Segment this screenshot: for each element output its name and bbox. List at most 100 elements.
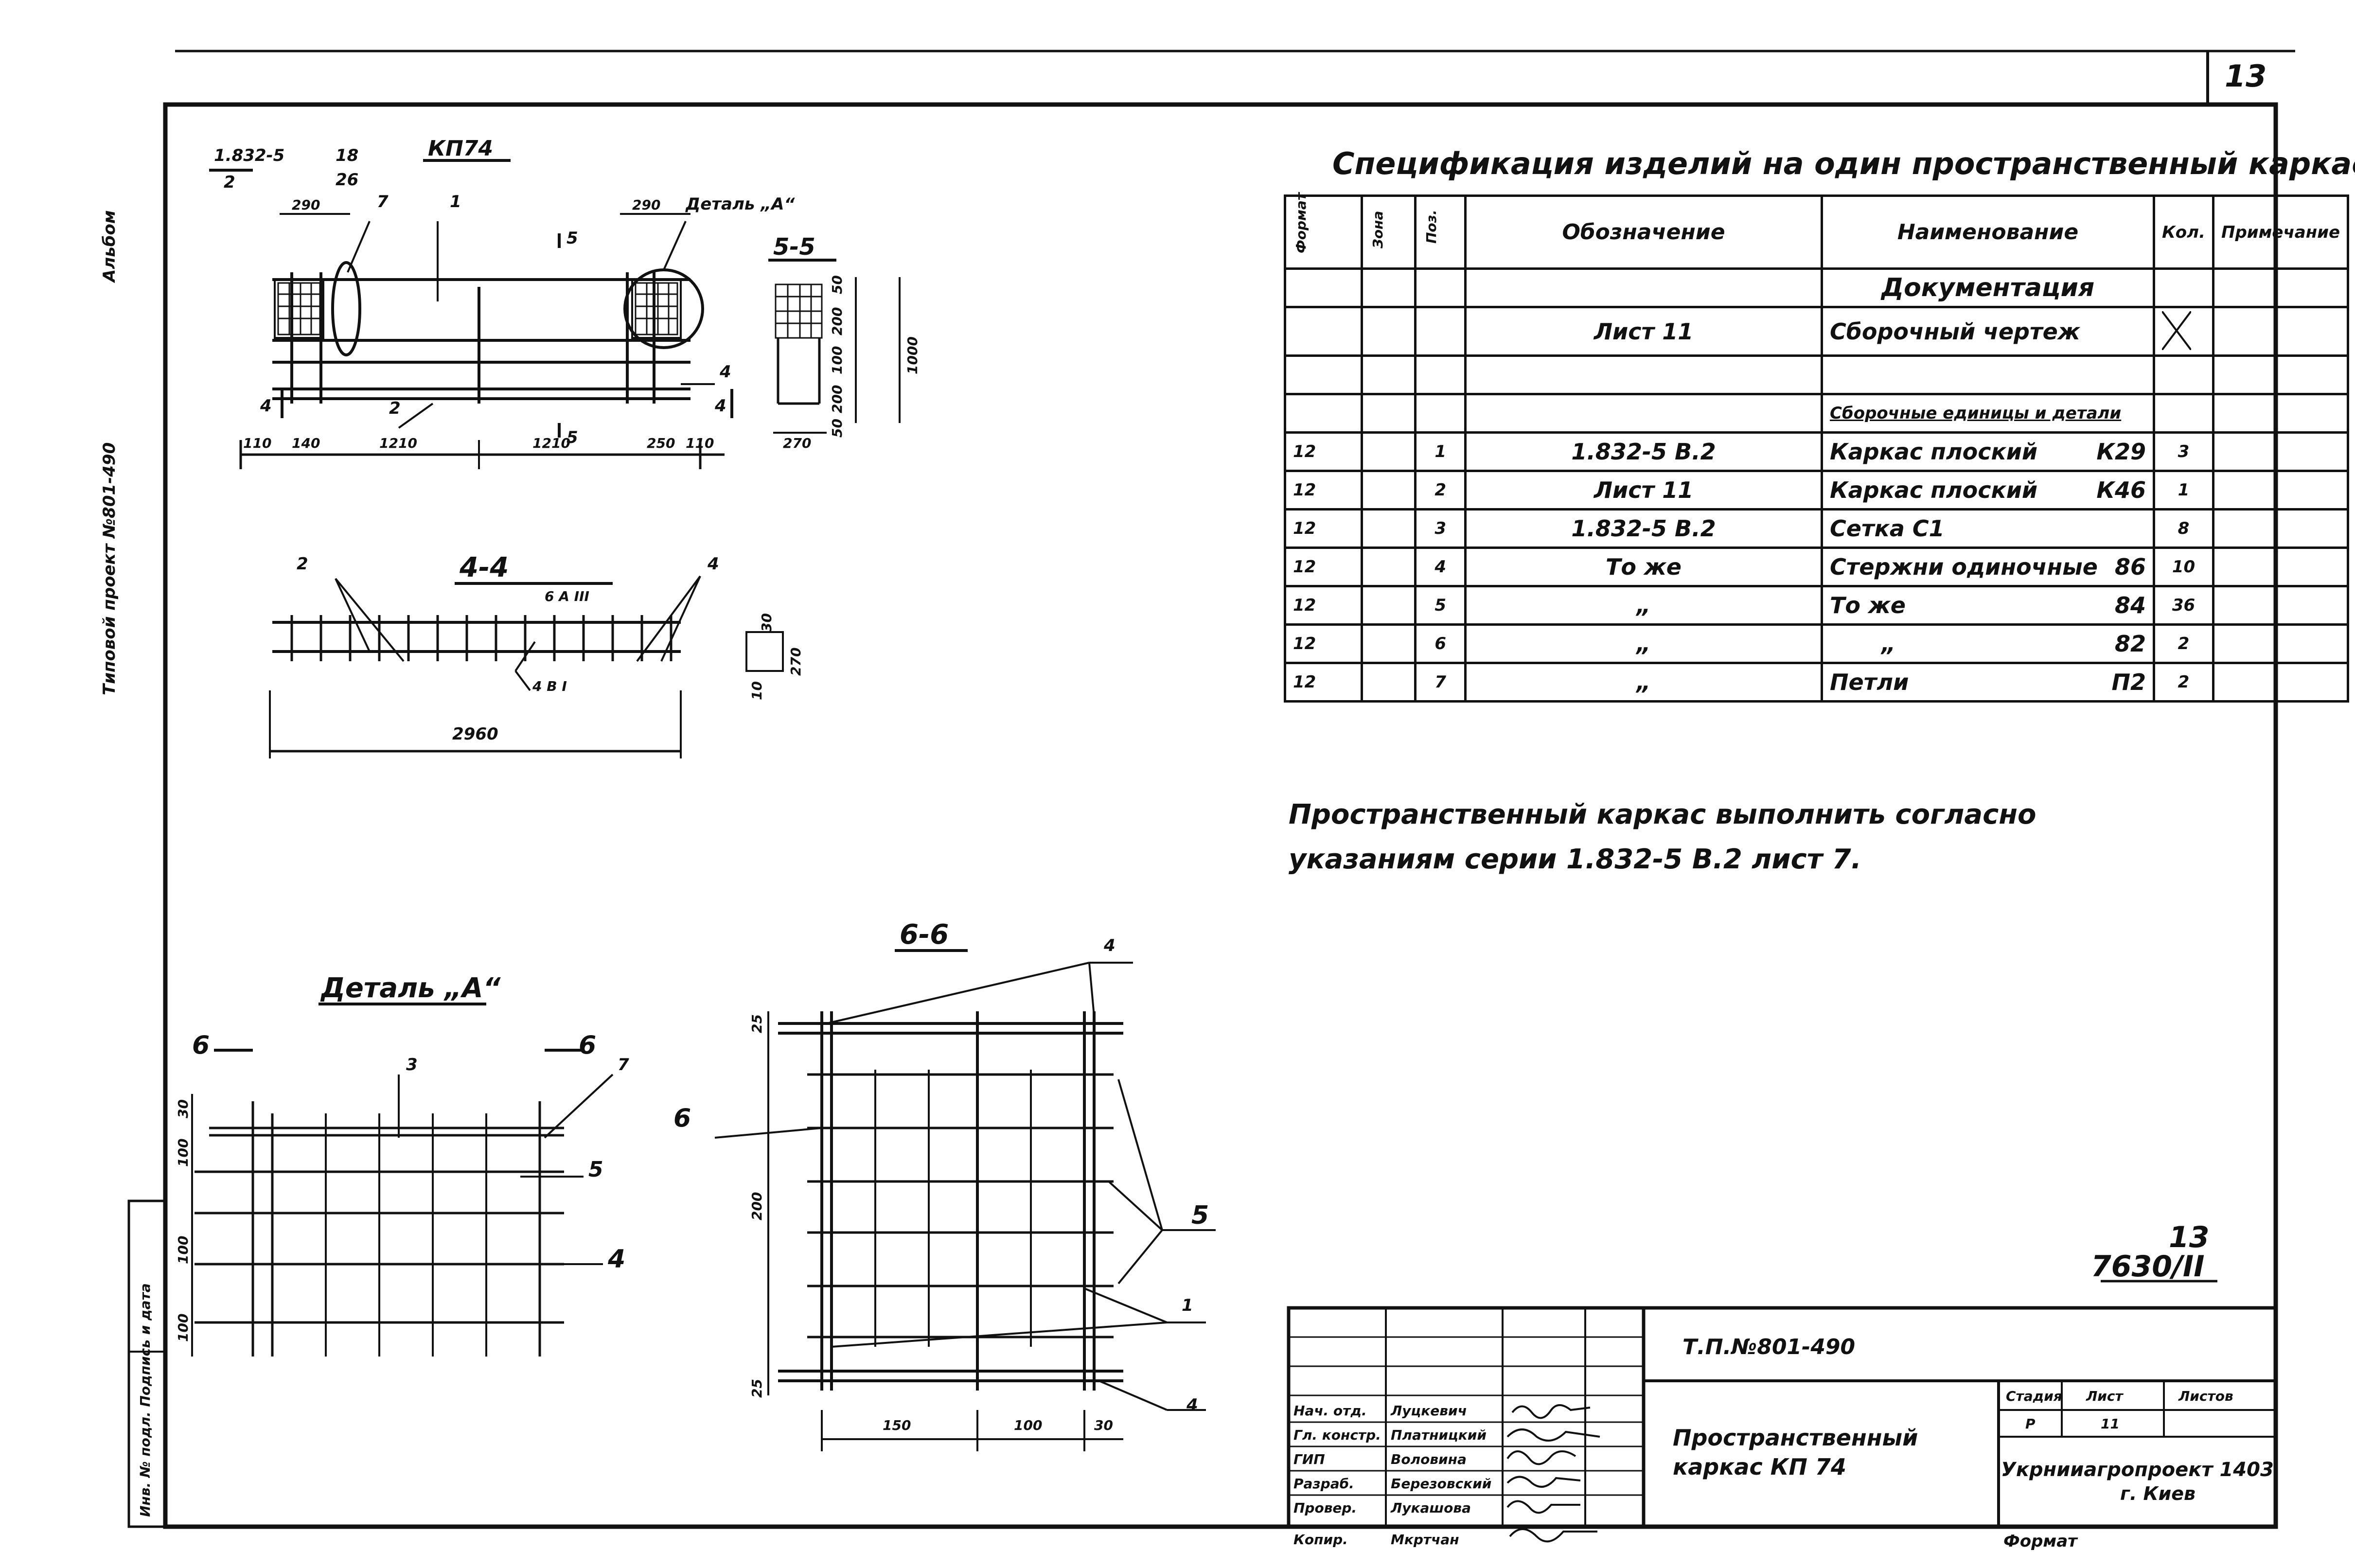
spec-row-pos: 4 [1414, 546, 1467, 587]
section-6-6-dim-100: 100 [1014, 1417, 1043, 1433]
section-mark-5-bottom: 5 [567, 428, 578, 447]
dim-top-right: 290 [632, 197, 661, 213]
spec-row: 12 6 „ „82 2 [1283, 623, 2350, 664]
role-1-name: Луцкевич [1391, 1403, 1467, 1419]
spec-docs-qty-cross [2153, 306, 2214, 357]
spec-header-qty: Кол. [2153, 194, 2214, 270]
section-4-4-label-wire: 4 B I [532, 678, 567, 694]
series-ref-top: 1.832-5 [214, 146, 285, 165]
spec-row-pos: 7 [1414, 662, 1467, 703]
section-6-6-dim-30: 30 [1094, 1417, 1113, 1433]
spec-row-qty: 2 [2153, 662, 2214, 703]
section-4-4-position-4: 4 [708, 554, 719, 574]
role-2: Гл. констр. [1293, 1427, 1381, 1443]
spec-header-name: Наименование [1821, 194, 2156, 270]
spec-row-pos: 2 [1414, 470, 1467, 511]
circle-ref-top: 18 [336, 146, 359, 165]
section-mark-5-top: 5 [567, 229, 578, 248]
section-5-5-dim-7: 270 [783, 435, 812, 451]
series-ref-bottom: 2 [224, 173, 235, 192]
spec-row-designation: 1.832-5 В.2 [1464, 431, 1824, 472]
spec-section-docs: Документация [1821, 267, 2156, 308]
project-code: Т.П.№801-490 [1682, 1335, 1856, 1359]
title-block-grid [1287, 1306, 2278, 1529]
section-4-4-geometry [269, 575, 784, 758]
spec-row-format: 12 [1283, 585, 1363, 626]
spec-docs-name: Сборочный чертеж [1821, 306, 2156, 357]
section-4-4-overall-dim: 2960 [452, 724, 498, 744]
section-4-4-label-rebar: 6 A III [545, 588, 589, 604]
stage-value: Р [2025, 1416, 2036, 1432]
dim-bottom-3: 1210 [379, 435, 417, 451]
sheet-head: Лист [2086, 1388, 2123, 1404]
spec-row-designation: „ [1464, 662, 1824, 703]
spec-row-qty: 2 [2153, 623, 2214, 664]
archive-note-bottom: 7630/II [2091, 1250, 2205, 1284]
section-6-6-position-5: 5 [1191, 1201, 1209, 1230]
dim-bottom-5: 250 [647, 435, 675, 451]
detail-a-section-mark-left: 6 [192, 1031, 210, 1060]
circle-ref-bottom: 26 [336, 170, 359, 190]
spec-title: Спецификация изделий на один пространств… [1332, 146, 2355, 181]
org-line-2: г. Киев [2120, 1483, 2196, 1504]
spec-row-pos: 3 [1414, 508, 1467, 549]
position-1: 1 [450, 192, 461, 211]
detail-a-geometry [191, 1003, 614, 1357]
general-note: Пространственный каркас выполнить соглас… [1289, 793, 2036, 882]
spec-row-designation: „ [1464, 585, 1824, 626]
role-5: Провер. [1293, 1500, 1357, 1516]
stage-head: Стадия [2006, 1388, 2062, 1404]
spec-section-units: Сборочные единицы и детали [1821, 393, 2156, 434]
spec-row-designation: То же [1464, 546, 1824, 587]
archive-note-top: 13 [2169, 1220, 2210, 1254]
spec-section-docs-row: Документация [1283, 267, 2350, 308]
format-label: Формат [2003, 1532, 2077, 1551]
detail-a-position-4: 4 [608, 1245, 626, 1274]
role-6-name: Мкртчан [1391, 1532, 1459, 1548]
position-7: 7 [377, 192, 389, 211]
detail-a-section-mark-right: 6 [579, 1031, 597, 1060]
spec-empty-row [1283, 354, 2350, 395]
section-6-6-title: 6-6 [900, 919, 949, 951]
org-line-1: Укрнииагропроект 1403 [2001, 1459, 2274, 1481]
main-elevation-mesh [277, 282, 678, 335]
role-6: Копир. [1293, 1532, 1348, 1548]
detail-callout: Деталь „А“ [686, 194, 795, 214]
spec-header-format: Формат [1283, 193, 1363, 270]
spec-row-qty: 8 [2153, 508, 2214, 549]
sheet-number: 13 [2225, 58, 2267, 94]
role-4: Разраб. [1293, 1476, 1354, 1492]
spec-row-format: 12 [1283, 508, 1363, 549]
spec-row-qty: 36 [2153, 585, 2214, 626]
dim-top-left: 290 [292, 197, 320, 213]
spec-row-designation: Лист 11 [1464, 470, 1824, 511]
spec-header-zone: Зона [1361, 194, 1417, 270]
spec-header-row: Формат Зона Поз. Обозначение Наименовани… [1283, 193, 2350, 270]
role-5-name: Лукашова [1391, 1500, 1471, 1516]
sheets-head: Листов [2178, 1388, 2233, 1404]
section-4-4-title: 4-4 [460, 552, 509, 583]
role-3: ГИП [1293, 1451, 1325, 1467]
spec-row-qty: 10 [2153, 546, 2214, 587]
detail-a-position-7: 7 [618, 1055, 629, 1075]
section-6-6-position-1: 1 [1182, 1296, 1193, 1315]
spec-table: Формат Зона Поз. Обозначение Наименовани… [1283, 193, 2350, 703]
section-5-5-geometry [768, 259, 901, 434]
dim-bottom-1: 110 [243, 435, 272, 451]
section-6-6-position-4-top: 4 [1104, 936, 1116, 955]
position-2: 2 [389, 399, 401, 418]
role-2-name: Платницкий [1391, 1427, 1487, 1443]
dim-bottom-6: 110 [686, 435, 714, 451]
spec-row-pos: 1 [1414, 431, 1467, 472]
